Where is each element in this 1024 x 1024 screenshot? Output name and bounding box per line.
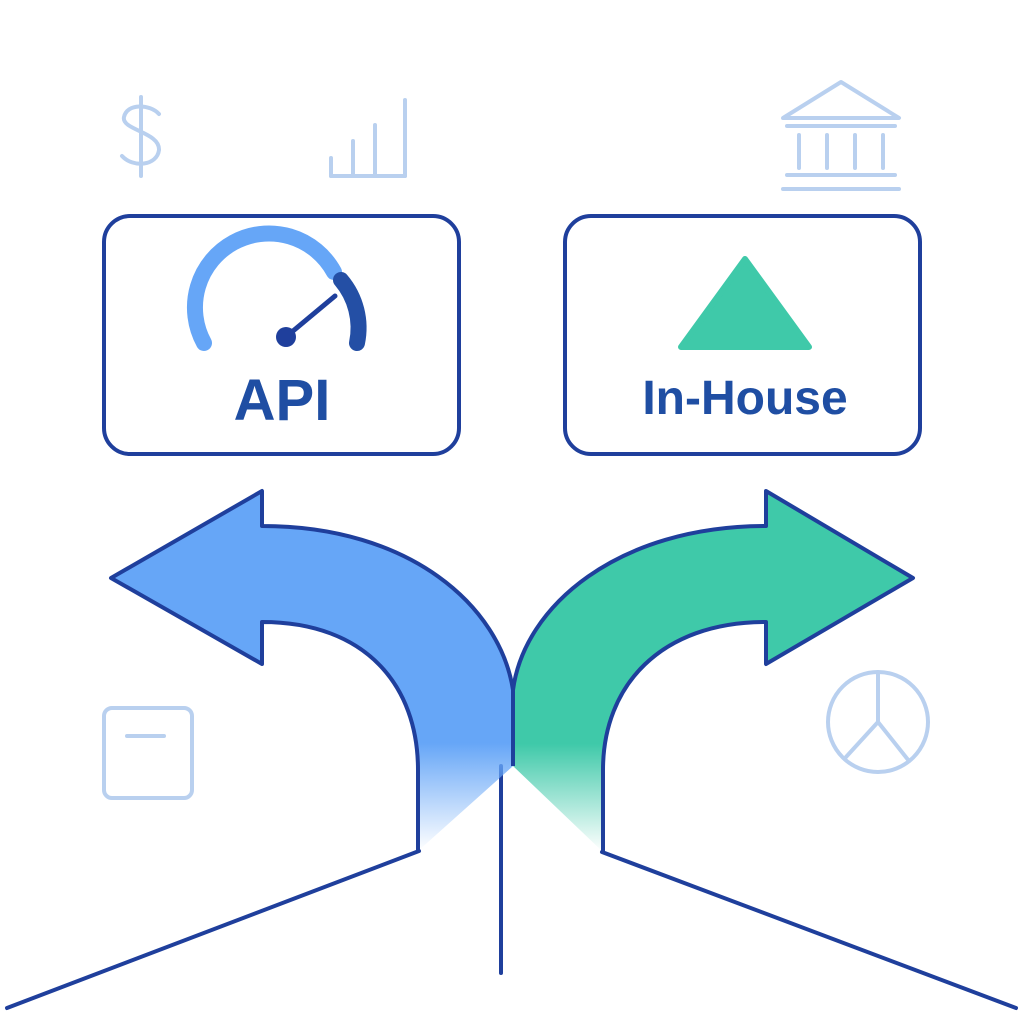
bar-chart-icon: [329, 98, 407, 178]
inhouse-arrow: [511, 489, 915, 852]
api-arrow: [109, 489, 515, 851]
inhouse-label: In-House: [642, 372, 847, 425]
inhouse-option-card: In-House: [563, 214, 922, 456]
dollar-icon: [120, 95, 162, 178]
triangle-up-icon: [678, 256, 812, 350]
calculator-icon: [102, 706, 194, 800]
pie-chart-icon: [826, 670, 930, 774]
api-option-card: API: [102, 214, 461, 456]
api-label: API: [234, 368, 331, 433]
speedometer-icon: [186, 225, 367, 351]
road: [5, 764, 1018, 1010]
bank-icon: [781, 80, 901, 191]
